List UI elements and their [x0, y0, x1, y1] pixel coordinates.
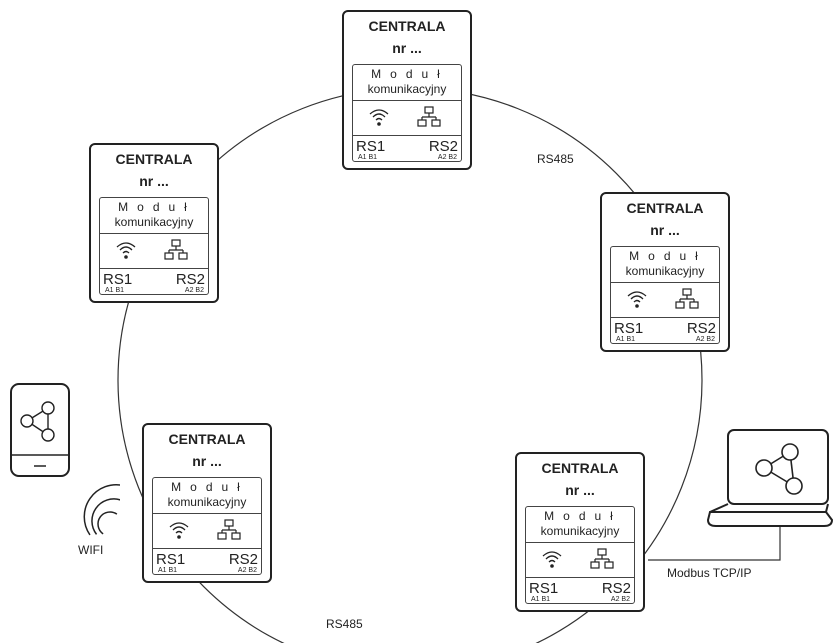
rs2-pins: A2 B2 — [610, 596, 630, 603]
rs2-pins: A2 B2 — [437, 154, 457, 161]
wifi-icon — [369, 109, 389, 126]
module-subtitle: komunikacyjny — [167, 495, 247, 509]
share-icon — [755, 443, 803, 495]
module-subtitle: komunikacyjny — [367, 82, 447, 96]
unit-number: nr ... — [565, 482, 595, 498]
unit-title: CENTRALA — [168, 431, 246, 447]
unit-title: CENTRALA — [115, 151, 193, 167]
module-subtitle: komunikacyjny — [540, 524, 620, 538]
rs2-port: RS2 — [686, 320, 716, 337]
unit-number: nr ... — [192, 453, 222, 469]
unit-title: CENTRALA — [541, 460, 619, 476]
rs485-label-top: RS485 — [537, 152, 574, 166]
wifi-icon — [169, 522, 189, 539]
rs2-port: RS2 — [428, 138, 458, 155]
rs1-pins: A1 B1 — [531, 596, 551, 603]
modbus-label: Modbus TCP/IP — [667, 566, 752, 580]
rs1-pins: A1 B1 — [158, 567, 178, 574]
rs2-port: RS2 — [228, 551, 258, 568]
unit-number: nr ... — [650, 222, 680, 238]
rs1-port: RS1 — [356, 138, 386, 155]
network-icon — [675, 288, 699, 309]
rs1-port: RS1 — [156, 551, 186, 568]
centrala-unit-top: CENTRALA nr ... Moduł komunikacyjny RS1 … — [342, 10, 472, 170]
unit-number: nr ... — [392, 40, 422, 56]
rs2-port: RS2 — [175, 271, 205, 288]
wifi-label: WIFI — [78, 543, 104, 557]
smartphone-icon — [10, 383, 70, 477]
module-title: Moduł — [371, 67, 449, 81]
unit-title: CENTRALA — [626, 200, 704, 216]
network-icon — [164, 239, 188, 260]
module-title: Moduł — [629, 249, 707, 263]
network-icon — [590, 548, 614, 569]
communication-module: Moduł komunikacyjny RS1 RS2 A1 B1 A2 B2 — [352, 64, 462, 162]
network-icon — [217, 519, 241, 540]
wifi-icon — [116, 242, 136, 259]
network-icon — [417, 106, 441, 127]
module-title: Moduł — [544, 509, 622, 523]
rs485-label-bottom: RS485 — [326, 617, 363, 631]
wifi-waves-icon — [83, 484, 120, 536]
rs1-pins: A1 B1 — [616, 336, 636, 343]
wifi-icon — [627, 291, 647, 308]
centrala-unit-right: CENTRALA nr ... Moduł komunikacyjny RS1 … — [600, 192, 730, 352]
wifi-icon — [542, 551, 562, 568]
unit-number: nr ... — [139, 173, 169, 189]
share-icon — [20, 401, 55, 442]
rs1-port: RS1 — [529, 580, 559, 597]
centrala-unit-bottom-right: CENTRALA nr ... Moduł komunikacyjny RS1 … — [515, 452, 645, 612]
rs2-pins: A2 B2 — [184, 287, 204, 294]
rs2-pins: A2 B2 — [695, 336, 715, 343]
laptop-icon — [706, 429, 834, 527]
module-title: Moduł — [118, 200, 196, 214]
centrala-unit-bottom-left: CENTRALA nr ... Moduł komunikacyjny RS1 … — [142, 423, 272, 583]
rs1-pins: A1 B1 — [358, 154, 378, 161]
module-subtitle: komunikacyjny — [625, 264, 705, 278]
module-title: Moduł — [171, 480, 249, 494]
centrala-unit-left: CENTRALA nr ... Moduł komunikacyjny RS1 … — [89, 143, 219, 303]
rs1-port: RS1 — [614, 320, 644, 337]
module-subtitle: komunikacyjny — [114, 215, 194, 229]
communication-module: Moduł komunikacyjny RS1 RS2 A1 B1 A2 B2 — [152, 477, 262, 575]
rs1-pins: A1 B1 — [105, 287, 125, 294]
communication-module: Moduł komunikacyjny RS1 RS2 A1 B1 A2 B2 — [610, 246, 720, 344]
unit-title: CENTRALA — [368, 18, 446, 34]
communication-module: Moduł komunikacyjny RS1 RS2 A1 B1 A2 B2 — [525, 506, 635, 604]
rs2-pins: A2 B2 — [237, 567, 257, 574]
communication-module: Moduł komunikacyjny RS1 RS2 A1 B1 A2 B2 — [99, 197, 209, 295]
rs2-port: RS2 — [601, 580, 631, 597]
rs1-port: RS1 — [103, 271, 133, 288]
